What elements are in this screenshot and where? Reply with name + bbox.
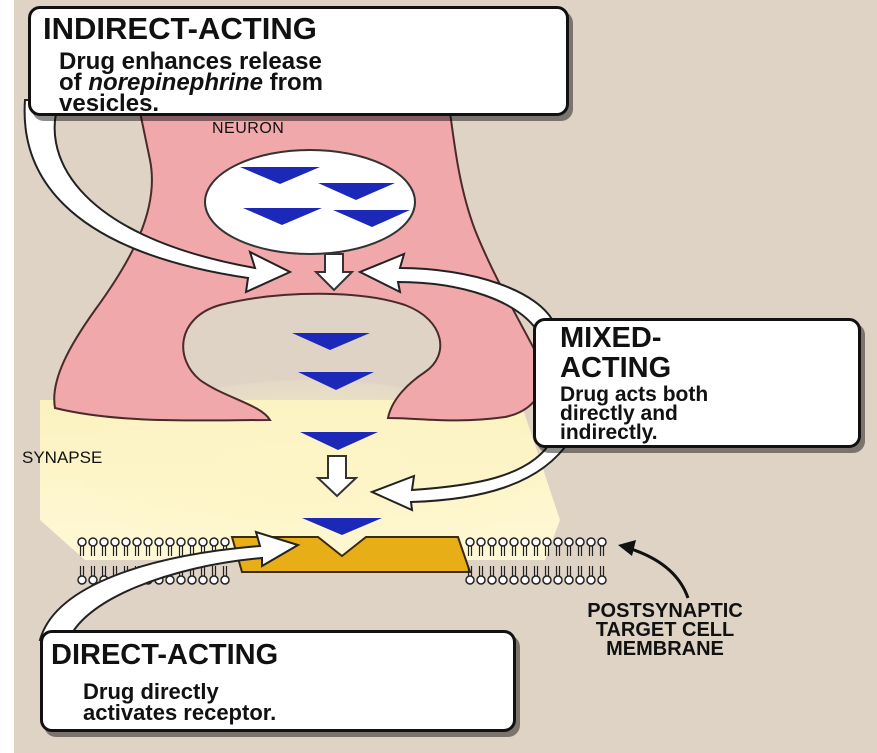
indirect-acting-description: Drug enhances release of norepinephrine …	[59, 51, 323, 114]
phospholipid-head	[477, 538, 485, 546]
left-margin	[0, 0, 14, 753]
phospholipid-head	[521, 538, 529, 546]
phospholipid-head	[565, 576, 573, 584]
phospholipid-head	[210, 576, 218, 584]
mixed-acting-title: MIXED- ACTING	[560, 323, 671, 383]
phospholipid-head	[166, 538, 174, 546]
phospholipid-head	[133, 538, 141, 546]
direct-acting-box: DIRECT-ACTING Drug directly activates re…	[40, 630, 516, 732]
vesicle	[205, 150, 415, 254]
indirect-line: vesicles.	[59, 93, 323, 114]
phospholipid-head	[543, 538, 551, 546]
phospholipid-head	[477, 576, 485, 584]
indirect-acting-box: INDIRECT-ACTING Drug enhances release of…	[28, 6, 569, 116]
direct-acting-title: DIRECT-ACTING	[51, 639, 278, 672]
phospholipid-head	[122, 538, 130, 546]
phospholipid-head	[111, 538, 119, 546]
phospholipid-head	[144, 538, 152, 546]
phospholipid-head	[532, 538, 540, 546]
phospholipid-head	[543, 576, 551, 584]
phospholipid-head	[166, 576, 174, 584]
phospholipid-head	[587, 576, 595, 584]
phospholipid-head	[78, 576, 86, 584]
phospholipid-head	[587, 538, 595, 546]
phospholipid-head	[78, 538, 86, 546]
mixed-line: indirectly.	[560, 423, 708, 442]
phospholipid-head	[466, 576, 474, 584]
indirect-line-suffix: from	[263, 69, 323, 96]
phospholipid-head	[499, 576, 507, 584]
phospholipid-head	[510, 576, 518, 584]
postsynaptic-line: MEMBRANE	[500, 640, 830, 659]
synapse-label: SYNAPSE	[22, 448, 102, 468]
phospholipid-head	[576, 576, 584, 584]
postsynaptic-label: POSTSYNAPTIC TARGET CELL MEMBRANE	[500, 602, 830, 659]
phospholipid-head	[155, 538, 163, 546]
phospholipid-head	[598, 576, 606, 584]
phospholipid-head	[565, 538, 573, 546]
mixed-title-line: MIXED-	[560, 323, 671, 353]
phospholipid-head	[499, 538, 507, 546]
neuron-label: NEURON	[212, 120, 284, 138]
indirect-acting-title: INDIRECT-ACTING	[43, 11, 317, 47]
phospholipid-head	[221, 576, 229, 584]
direct-acting-description: Drug directly activates receptor.	[83, 681, 276, 723]
phospholipid-head	[221, 538, 229, 546]
phospholipid-head	[554, 538, 562, 546]
phospholipid-head	[188, 576, 196, 584]
phospholipid-head	[521, 576, 529, 584]
phospholipid-head	[488, 538, 496, 546]
direct-line: activates receptor.	[83, 702, 276, 723]
direct-line: Drug directly	[83, 681, 276, 702]
phospholipid-head	[199, 538, 207, 546]
phospholipid-head	[554, 576, 562, 584]
mixed-acting-description: Drug acts both directly and indirectly.	[560, 385, 708, 442]
mixed-acting-box: MIXED- ACTING Drug acts both directly an…	[533, 318, 861, 448]
phospholipid-head	[598, 538, 606, 546]
phospholipid-head	[576, 538, 584, 546]
phospholipid-head	[199, 576, 207, 584]
phospholipid-head	[510, 538, 518, 546]
phospholipid-head	[188, 538, 196, 546]
phospholipid-head	[177, 538, 185, 546]
phospholipid-head	[488, 576, 496, 584]
phospholipid-head	[532, 576, 540, 584]
phospholipid-head	[89, 538, 97, 546]
phospholipid-head	[177, 576, 185, 584]
phospholipid-head	[100, 538, 108, 546]
phospholipid-head	[466, 538, 474, 546]
phospholipid-head	[210, 538, 218, 546]
mixed-title-line: ACTING	[560, 353, 671, 383]
